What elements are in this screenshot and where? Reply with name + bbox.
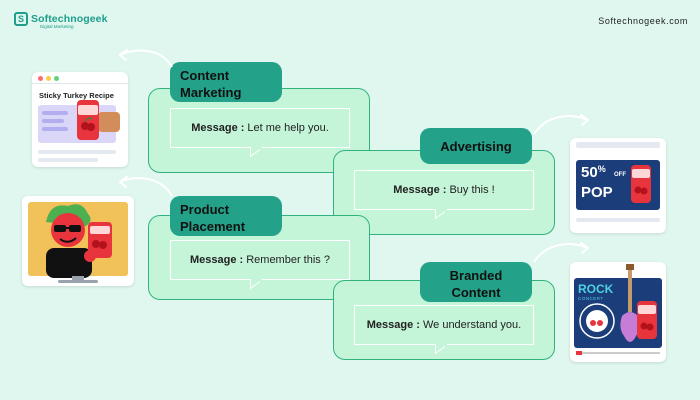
ad-discount: 50 <box>581 164 598 181</box>
arrow-to-ad-icon <box>533 114 589 135</box>
cherry-soda-can-icon <box>631 165 651 203</box>
advertising-message-box: Message : Buy this ! <box>354 170 534 210</box>
logo-mark-icon: S <box>14 12 28 26</box>
ad-off: OFF <box>614 172 626 178</box>
speech-tail <box>250 279 262 289</box>
ad-percent: % <box>597 164 606 174</box>
window-dots <box>38 76 62 81</box>
branded-content-message: We understand you. <box>422 319 522 331</box>
content-marketing-message-box: Message : Let me help you. <box>170 108 350 148</box>
message-label: Message : <box>393 184 447 196</box>
recipe-title: Sticky Turkey Recipe <box>39 91 114 100</box>
recipe-blog-illustration: Sticky Turkey Recipe <box>32 72 128 167</box>
message-label: Message : <box>191 122 245 134</box>
product-placement-message: Remember this ? <box>246 254 330 266</box>
ad-pop: POP <box>581 184 613 201</box>
speech-tail <box>250 147 262 157</box>
cherry-soda-badge-icon <box>579 303 615 339</box>
speech-tail <box>435 209 447 219</box>
brand-name: Softechnogeek <box>31 13 108 25</box>
arrow-to-recipe-icon <box>119 49 173 68</box>
product-placement-illustration <box>22 196 134 286</box>
ad-illustration: 50% OFF POP <box>570 138 666 233</box>
brand-logo: S Softechnogeek <box>14 12 108 26</box>
site-url: Softechnogeek.com <box>598 16 688 26</box>
rock-concert-illustration: ROCK CONCERT <box>570 262 666 362</box>
arrow-to-placement-icon <box>119 176 173 197</box>
product-placement-message-box: Message : Remember this ? <box>170 240 350 280</box>
cherry-soda-can-icon <box>637 301 657 339</box>
brand-tagline: Digital Marketing <box>40 24 74 29</box>
message-label: Message : <box>190 254 244 266</box>
message-label: Message : <box>366 319 420 331</box>
advertising-tag: Advertising <box>420 128 532 164</box>
branded-content-message-box: Message : We understand you. <box>354 305 534 345</box>
guitar-icon <box>620 264 640 342</box>
advertising-message: Buy this ! <box>449 184 495 196</box>
character-icon <box>46 204 112 278</box>
rock-title: ROCK <box>578 282 614 296</box>
rock-subtitle: CONCERT <box>578 296 604 301</box>
cherry-soda-can-icon <box>77 100 99 140</box>
content-marketing-message: Let me help you. <box>247 122 329 134</box>
arrow-to-rock-icon <box>533 242 589 263</box>
speech-tail <box>435 344 447 354</box>
advertising-card <box>333 150 555 235</box>
